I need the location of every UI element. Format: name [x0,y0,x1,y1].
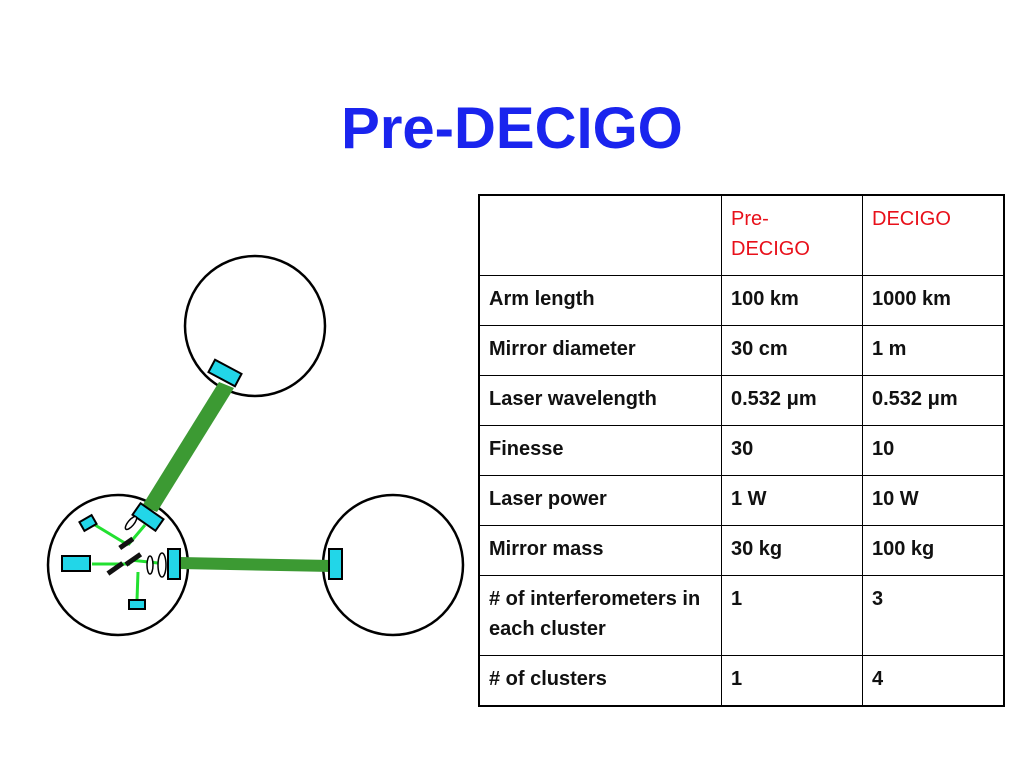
lens-icon [146,555,154,575]
interferometer-diagram [46,254,465,637]
table-header-row: Pre-DECIGO DECIGO [478,194,1005,276]
table-cell: 3 [862,575,1005,656]
table-cell: 100 km [721,275,863,326]
photodetector-1-icon [78,513,98,533]
mirror-top-icon [207,358,243,388]
internal-beam [135,571,140,601]
photodetector-2-icon [128,599,146,610]
table-row: Mirror diameter 30 cm 1 m [478,325,1005,376]
row-label: Arm length [478,275,722,326]
table-cell: 1000 km [862,275,1005,326]
lens-icon [157,552,167,578]
row-label: Laser power [478,475,722,526]
spacecraft-top [183,254,327,398]
table-row: Arm length 100 km 1000 km [478,275,1005,326]
table-cell: 100 kg [862,525,1005,576]
beam-splitter-icon [124,552,143,567]
table-row: # of clusters 1 4 [478,655,1005,707]
mirror-right-icon [328,548,343,580]
laser-beam-arm-2 [180,557,332,572]
row-label: # of clusters [478,655,722,707]
page-title: Pre-DECIGO [341,96,683,161]
laser-beam-arm-1 [142,382,234,512]
table-row: Laser wavelength 0.532 μm 0.532 μm [478,375,1005,426]
beam-splitter-icon [118,536,135,551]
beam-splitter-icon [106,561,125,576]
table-cell: 10 [862,425,1005,476]
table-cell: 30 [721,425,863,476]
table-row: Mirror mass 30 kg 100 kg [478,525,1005,576]
row-label: Laser wavelength [478,375,722,426]
laser-source-icon [61,555,91,572]
table-cell: 1 W [721,475,863,526]
row-label: Finesse [478,425,722,476]
mirror-central-arm1-icon [131,501,165,533]
lens-icon [124,515,138,531]
row-label: Mirror mass [478,525,722,576]
mirror-central-arm2-icon [167,548,181,580]
table-row: Laser power 1 W 10 W [478,475,1005,526]
table-row: # of interferometers in each cluster 1 3 [478,575,1005,656]
table-cell: 30 cm [721,325,863,376]
table-cell: 1 [721,655,863,707]
table-cell: 0.532 μm [862,375,1005,426]
row-label: # of interferometers in each cluster [478,575,722,656]
table-cell [478,194,722,276]
table-cell: 1 [721,575,863,656]
table-cell: 1 m [862,325,1005,376]
row-label: Mirror diameter [478,325,722,376]
table-cell: 10 W [862,475,1005,526]
table-cell: 4 [862,655,1005,707]
parameter-table: Pre-DECIGO DECIGO Arm length 100 km 1000… [478,194,1005,707]
table-cell: 30 kg [721,525,863,576]
table-cell: 0.532 μm [721,375,863,426]
internal-beam [94,523,129,547]
table-row: Finesse 30 10 [478,425,1005,476]
column-header-decigo: DECIGO [862,194,1005,276]
column-header-pre-decigo: Pre-DECIGO [721,194,863,276]
spacecraft-right [321,493,465,637]
